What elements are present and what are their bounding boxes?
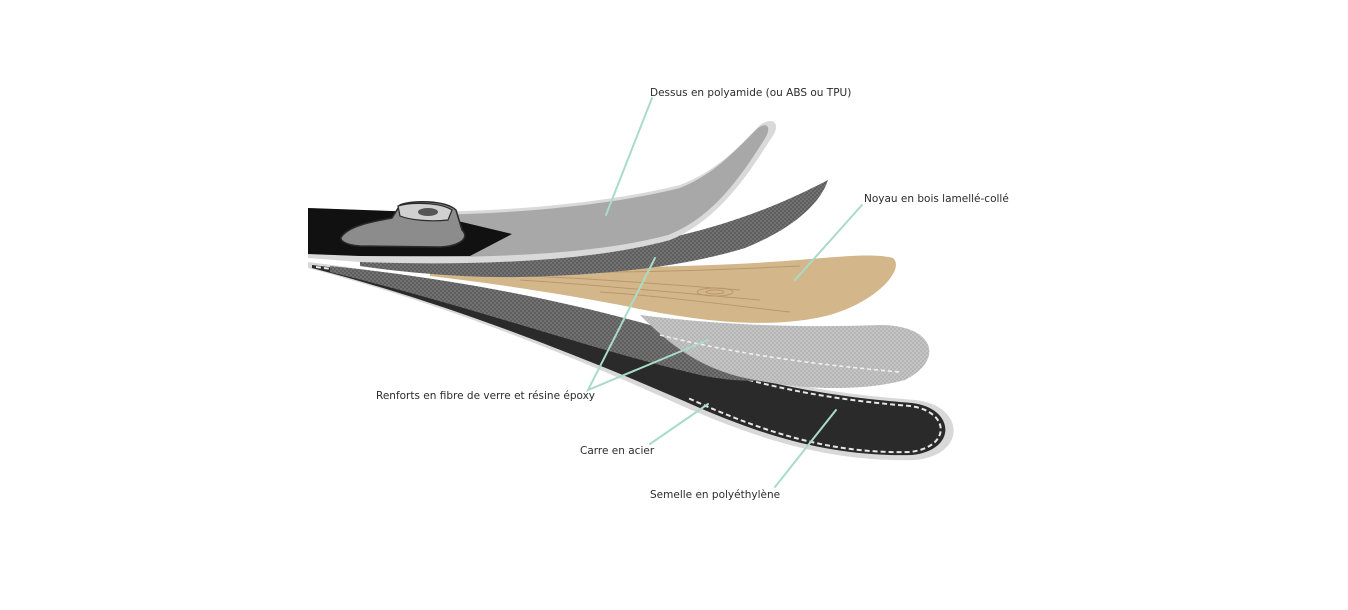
labels: Dessus en polyamide (ou ABS ou TPU) Noya… [376,87,1009,501]
label-fiberglass: Renforts en fibre de verre et résine épo… [376,390,595,402]
leader-top-sheet [605,97,653,216]
leader-fiberglass [585,257,709,392]
binding [340,200,466,248]
upper-fiberglass-shape [360,180,828,278]
leader-steel-edge [649,403,709,445]
label-steel-edge: Carre en acier [580,445,655,457]
label-wood-core: Noyau en bois lamellé-collé [864,193,1009,205]
lower-fiberglass-light [640,315,930,389]
label-base: Semelle en polyéthylène [650,489,780,501]
leader-base [774,409,837,488]
top-sheet-layer [308,120,777,264]
lower-fiberglass-edge [659,334,901,373]
upper-fiberglass-layer [360,180,828,278]
leader-wood-core [794,204,863,281]
leader-lines [585,97,863,488]
base-sole [312,265,946,456]
lower-fiberglass-layer [330,266,930,389]
label-top-sheet: Dessus en polyamide (ou ABS ou TPU) [650,87,851,99]
